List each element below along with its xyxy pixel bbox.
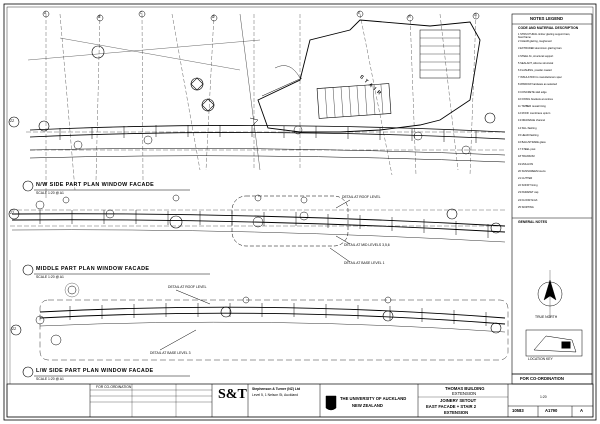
grid-label-a: A xyxy=(44,11,47,15)
legend-note: 9 CONCRETE slab edge xyxy=(518,90,547,94)
grid-label-zz-top: ZZ xyxy=(10,119,15,123)
legend-subtitle: CODE AND MATERIAL DESCRIPTION xyxy=(518,26,579,30)
legend-note: 13 DRAINAGE channel xyxy=(518,119,545,123)
legend-note: 22 SOFFIT lining xyxy=(518,184,538,188)
legend-note: 5 SEALANT, silicone structural xyxy=(518,61,554,65)
project-line-2: EXTENSION xyxy=(452,391,477,396)
detail-label-1: DETAIL AT ROOF LEVEL xyxy=(342,195,381,199)
legend-note: 8 WINDOW hardware as selected xyxy=(518,83,557,87)
legend-note: 24 FLOOR finish xyxy=(518,198,538,202)
grid-label-e: E xyxy=(358,11,361,15)
university-line-2: NEW ZEALAND xyxy=(352,403,383,408)
drawing-title-2: EAST FACADE + STAIR 2 xyxy=(426,404,477,409)
grid-label-f: F xyxy=(408,15,411,19)
legend-note: 19 MULLION xyxy=(518,162,534,166)
firm-address: Level 5, 1 Nelson St, Auckland xyxy=(252,393,298,397)
legend-note: 6 FLASHING, powder coated xyxy=(518,69,552,72)
top-plan xyxy=(8,10,506,200)
status-text: FOR CO-ORDINATION xyxy=(96,385,132,389)
legend-note: 23 PARAPET cap xyxy=(518,191,539,195)
legend-note: 16 BALUSTRADE glass xyxy=(518,141,546,144)
legend-frame xyxy=(511,13,593,385)
legend-note: 3 EXTRUDED aluminium glazing bars xyxy=(518,47,562,51)
scale-note-middle: SCALE 1:20 @ A1 xyxy=(36,275,64,279)
legend-note: 20 SUNSCREEN louvre xyxy=(518,169,546,173)
scale-note-bottom: SCALE 1:20 @ A1 xyxy=(36,377,64,381)
sheet-number: A1790 xyxy=(545,408,558,413)
job-number: 10583 xyxy=(512,408,524,413)
legend-note: 25 SKIRTING xyxy=(518,205,534,209)
grid-label-c: C xyxy=(140,11,143,15)
firm-logo: S&T xyxy=(218,387,247,402)
legend-note: 2 CLEAR glazing, toughened xyxy=(518,40,552,44)
grid-label-zz-bot: ZZ xyxy=(12,327,17,331)
view-label-bottom: L/W SIDE PART PLAN WINDOW FACADE xyxy=(36,368,154,374)
location-label: LOCATION KEY xyxy=(528,357,553,361)
legend-title: NOTES LEGEND xyxy=(530,16,564,21)
view-label-top: N/W SIDE PART PLAN WINDOW FACADE xyxy=(36,182,155,188)
legend-note: 11 TIMBER reveal lining xyxy=(518,105,546,108)
grid-label-g: G xyxy=(474,13,477,17)
drawing-title-1: JOINERY SETOUT xyxy=(440,398,477,403)
grid-label-b: B xyxy=(98,15,101,19)
legend-note: 12 ROOF membrane upturn xyxy=(518,112,551,116)
project-line-1: THOMAS BUILDING xyxy=(445,386,485,391)
view-label-middle: MIDDLE PART PLAN WINDOW FACADE xyxy=(36,266,150,272)
university-line-1: THE UNIVERSITY OF AUCKLAND xyxy=(340,396,407,401)
detail-label-3: DETAIL AT BASE LEVEL 1 xyxy=(344,261,385,265)
detail-label-5: DETAIL AT BASE LEVEL 3 xyxy=(150,351,191,355)
legend-note: 21 GUTTER xyxy=(518,177,533,180)
scale-value: 1:20 xyxy=(540,395,547,399)
legend-note: 10 FIXING brackets at centres xyxy=(518,97,553,101)
legend-note: 15 HEAD flashing xyxy=(518,133,539,137)
general-notes-title: GENERAL NOTES xyxy=(518,220,548,224)
coordination-label: FOR CO-ORDINATION xyxy=(520,376,564,381)
drawing-title-3: EXTENSION xyxy=(444,410,469,415)
legend-note: 7 INSULATION to manufacturers spec xyxy=(518,76,562,80)
grid-label-d: D xyxy=(212,15,215,19)
middle-plan xyxy=(8,194,506,276)
grid-label-zz-mid: ZZ xyxy=(10,211,15,215)
detail-label-4: DETAIL AT ROOF LEVEL xyxy=(168,285,207,289)
legend-note: 18 TRANSOM xyxy=(518,155,535,159)
firm-name: Stephenson & Turner (NZ) Ltd xyxy=(252,387,301,391)
legend-note: 17 STEEL post xyxy=(518,148,536,152)
detail-label-2: DETAIL AT MID LEVELS 3,5,6 xyxy=(344,243,390,247)
title-block-frame xyxy=(6,383,594,418)
legend-note: 14 SILL flashing xyxy=(518,126,537,130)
legend-note: 4 STEEL fin, structural support xyxy=(518,54,554,58)
revision: A xyxy=(580,408,584,413)
bottom-plan xyxy=(10,282,509,378)
north-label: TRUE NORTH xyxy=(535,315,558,319)
legend-note: 1 STRUCTURAL timber glazing support bars… xyxy=(518,33,571,39)
scale-note-top: SCALE 1:20 @ A1 xyxy=(36,191,64,195)
